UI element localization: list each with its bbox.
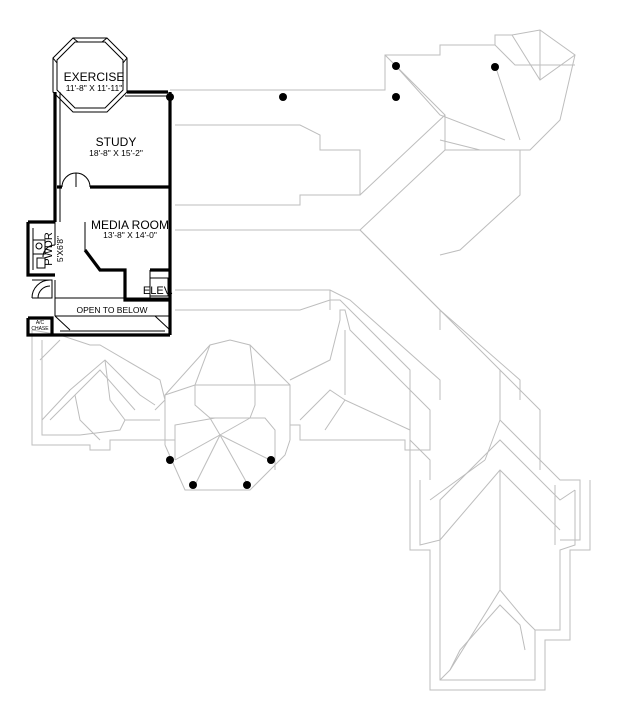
column-dot	[189, 481, 197, 489]
powder-room-label: PWDR	[43, 232, 55, 266]
column-dot	[243, 481, 251, 489]
powder-room-dims: 5'X6'8"	[55, 236, 65, 262]
ac-chase-label-line1: A/C	[36, 320, 45, 326]
roof-outline	[31, 29, 591, 691]
walls	[26, 37, 172, 337]
column-dot	[392, 62, 400, 70]
column-dot	[166, 456, 174, 464]
column-dot	[491, 63, 499, 71]
elevator-label: ELEV.	[143, 285, 173, 297]
ac-chase-label-line2: CHASE	[31, 326, 49, 332]
media-room-dims: 13'-8" X 14'-0"	[103, 230, 157, 240]
media-room-label: MEDIA ROOM	[91, 218, 169, 232]
study-label: STUDY	[96, 135, 137, 149]
open-to-below-label: OPEN TO BELOW	[76, 305, 147, 315]
study-dims: 18'-8" X 15'-2"	[89, 148, 143, 158]
column-markers	[166, 62, 499, 489]
column-dot	[279, 93, 287, 101]
column-dot	[267, 456, 275, 464]
column-dot	[392, 93, 400, 101]
exercise-room-label: EXERCISE	[64, 70, 125, 84]
exercise-room-dims: 11'-8" X 11'-11"	[66, 83, 123, 93]
